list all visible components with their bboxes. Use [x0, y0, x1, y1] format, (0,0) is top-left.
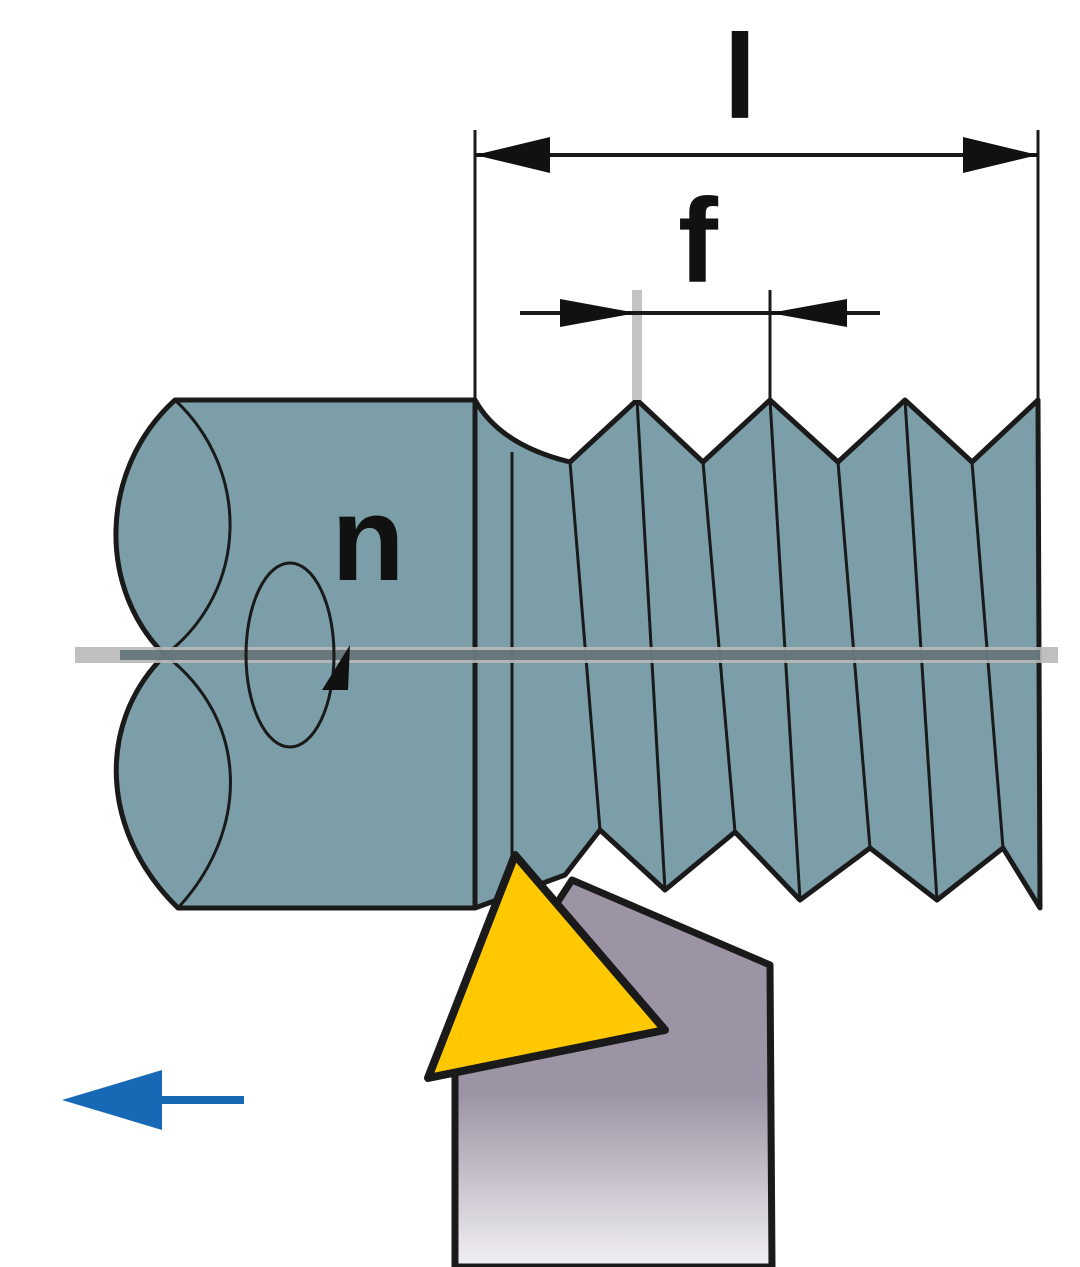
- length-dimension: [473, 130, 1040, 400]
- cutting-insert: [424, 851, 669, 1082]
- pitch-dimension: [520, 290, 880, 400]
- arrow-left-icon: [62, 1070, 244, 1130]
- rotation-label: n: [331, 472, 404, 606]
- rotation-arrow-icon: [244, 561, 350, 749]
- pitch-label: f: [678, 174, 719, 308]
- length-label: l: [723, 10, 756, 144]
